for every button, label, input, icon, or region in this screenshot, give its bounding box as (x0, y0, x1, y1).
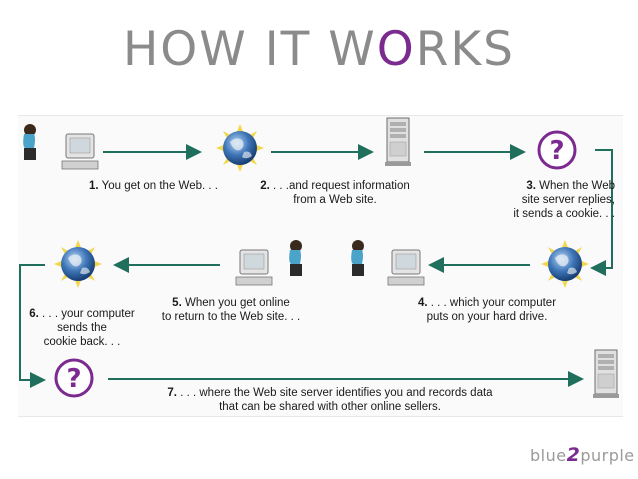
arrow-down-left (19, 264, 46, 388)
server-icon-1 (384, 117, 412, 167)
woman-at-computer-2-icon (351, 240, 425, 286)
globe-icon-1 (216, 124, 264, 172)
question-icon-1 (537, 130, 577, 170)
woman-at-computer-3-icon (235, 240, 302, 286)
step-1-caption: 1. You get on the Web. . . (89, 180, 218, 192)
brand-logo: blue2purple (530, 444, 635, 466)
question-icon-2 (54, 358, 94, 398)
server-icon-2 (592, 349, 620, 399)
step-4-caption: 4. . . . which your computer puts on you… (417, 297, 557, 323)
step-2-caption: 2. . . .and request information from a W… (260, 180, 410, 206)
globe-icon-3 (54, 240, 102, 288)
step-6-caption: 6. . . . your computer sends the cookie … (29, 308, 135, 348)
step-5-caption: 5. When you get online to return to the … (161, 297, 301, 323)
step-3-caption: 3. When the Web site server replies, it … (513, 180, 615, 220)
page-title: HOW IT WORKS (122, 22, 516, 77)
step-7-caption: 7. . . . where the Web site server ident… (167, 387, 493, 413)
globe-icon-2 (541, 240, 589, 288)
arrow-down-right (590, 149, 613, 276)
woman-at-computer-1-icon (23, 124, 99, 170)
